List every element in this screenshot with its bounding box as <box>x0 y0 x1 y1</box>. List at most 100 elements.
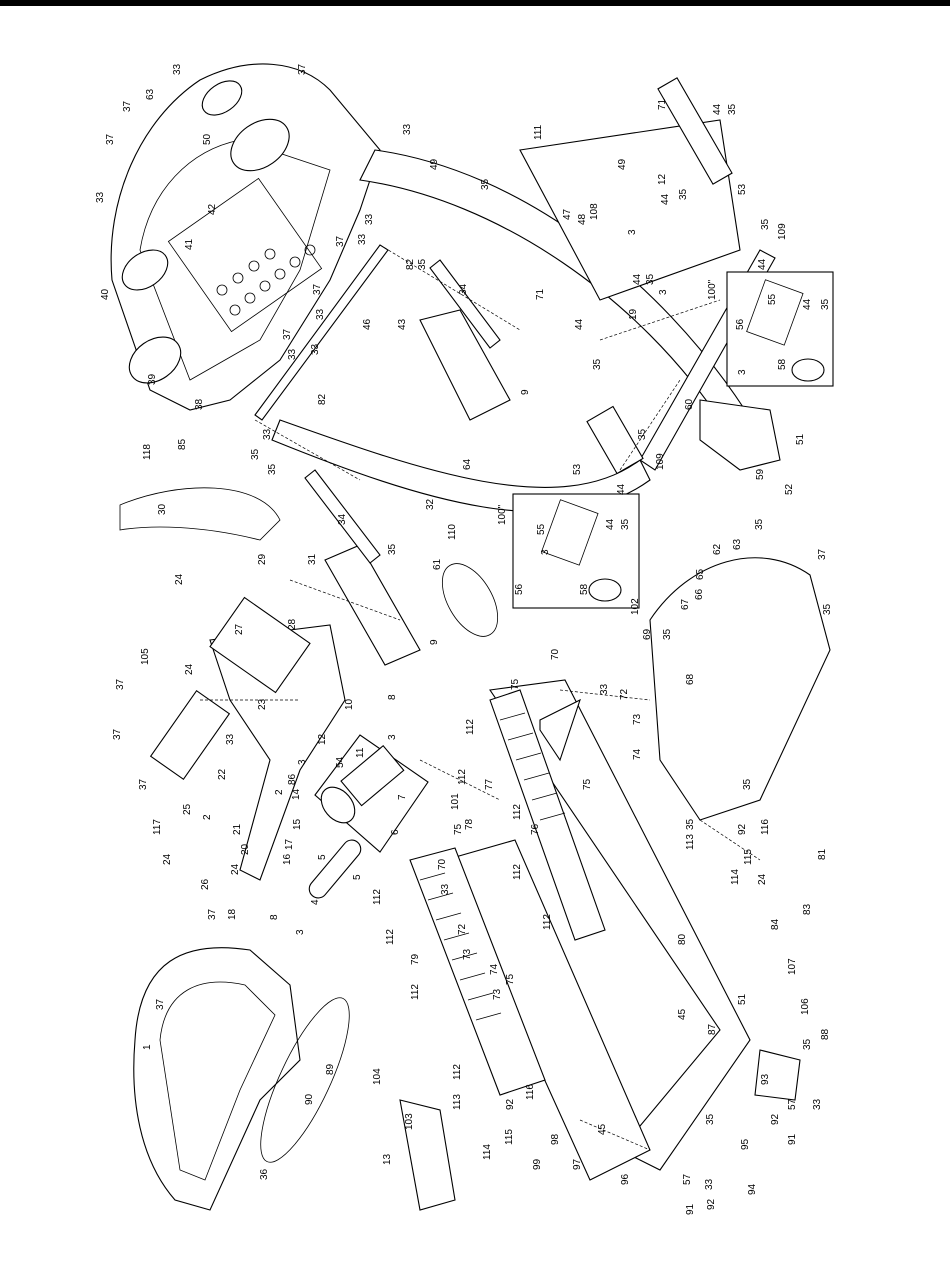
callout: 33 <box>440 883 451 895</box>
callout: 102 <box>630 598 641 615</box>
callout: 112 <box>465 719 476 735</box>
callout: 59 <box>755 468 766 480</box>
callout: 6 <box>390 829 401 835</box>
callout: 53 <box>737 183 748 195</box>
callout: 82 <box>405 258 416 270</box>
callout: 48 <box>577 213 588 225</box>
callout: 24 <box>757 873 768 885</box>
callout: 114 <box>730 869 741 885</box>
callout: 114 <box>482 1144 493 1160</box>
callout: 1 <box>142 1044 153 1050</box>
callout: 44 <box>616 483 627 495</box>
callout: 75 <box>510 678 521 690</box>
callout: 35 <box>754 518 765 530</box>
callout: 82 <box>317 393 328 405</box>
callout: 105 <box>140 648 151 665</box>
callout: 55 <box>767 293 778 305</box>
callout: 53 <box>572 463 583 475</box>
callout: 34 <box>458 283 469 295</box>
callout: 108 <box>589 203 600 220</box>
callout: 83 <box>802 903 813 915</box>
callout: 37 <box>312 283 323 295</box>
wheel-inset-lower <box>512 493 640 609</box>
callout: 63 <box>732 538 743 550</box>
callout: 97 <box>572 1158 583 1170</box>
callout: 95 <box>740 1138 751 1150</box>
callout: 90 <box>304 1093 315 1105</box>
callout: 57 <box>682 1173 693 1185</box>
callout: 4 <box>310 899 321 905</box>
callout: 3 <box>295 929 306 935</box>
callout: 56 <box>514 583 525 595</box>
belt <box>308 839 362 899</box>
callout: 112 <box>372 889 383 905</box>
handrail-left <box>419 309 511 421</box>
callout: 81 <box>817 848 828 860</box>
callout: 33 <box>812 1098 823 1110</box>
callout: 75 <box>505 973 516 985</box>
callout: 35 <box>267 463 278 475</box>
callout: 66 <box>694 588 705 600</box>
handrail-bar <box>429 259 501 349</box>
callout: 117 <box>152 819 163 835</box>
rail-left <box>409 847 546 1096</box>
callout: 109 <box>655 453 666 470</box>
callout: 49 <box>617 158 628 170</box>
callout: 75 <box>582 778 593 790</box>
callout: 116 <box>525 1084 536 1100</box>
callout: 71 <box>657 98 668 110</box>
callout: 113 <box>452 1094 463 1110</box>
callout: 72 <box>457 923 468 935</box>
callout: 37 <box>335 235 346 247</box>
callout: 30 <box>157 503 168 515</box>
callout: 12 <box>317 733 328 745</box>
callout: 57 <box>787 1098 798 1110</box>
callout: 3 <box>297 759 308 765</box>
callout: 44 <box>757 258 768 270</box>
callout: 27 <box>234 623 245 635</box>
callout: 70 <box>437 858 448 870</box>
callout: 36 <box>259 1168 270 1180</box>
callout: 34 <box>337 513 348 525</box>
callout: 45 <box>597 1123 608 1135</box>
callout: 73 <box>462 948 473 960</box>
callout: 35 <box>250 448 261 460</box>
callout: 67 <box>680 598 691 610</box>
callout: 77 <box>484 778 495 790</box>
callout: 47 <box>562 208 573 220</box>
callout: 33 <box>310 343 321 355</box>
callout: 19 <box>628 308 639 320</box>
callout: 14 <box>291 788 302 800</box>
callout: 35 <box>742 778 753 790</box>
callout: 18 <box>227 908 238 920</box>
console-buttons <box>216 244 316 316</box>
callout: 38 <box>194 398 205 410</box>
callout: 115 <box>743 849 754 865</box>
callout: 2 <box>202 814 213 820</box>
callout: 49 <box>429 158 440 170</box>
callout: 7 <box>397 794 408 800</box>
handrail-bar-lower <box>304 469 381 564</box>
callout: 33 <box>172 63 183 75</box>
callout: 110 <box>447 524 458 540</box>
callout: 96 <box>620 1173 631 1185</box>
callout: 64 <box>462 458 473 470</box>
handrail-right <box>324 544 421 666</box>
callout: 62 <box>712 543 723 555</box>
callout: 35 <box>662 628 673 640</box>
callout: 37 <box>155 998 166 1010</box>
callout: 111 <box>533 124 544 140</box>
callout: 100" <box>497 504 508 525</box>
callout: 103 <box>404 1113 415 1130</box>
callout: 10 <box>344 698 355 710</box>
callout: 112 <box>410 984 421 1000</box>
callout: 35 <box>637 428 648 440</box>
callout: 44 <box>574 318 585 330</box>
callout: 104 <box>372 1068 383 1085</box>
callout: 28 <box>287 618 298 630</box>
callout: 35 <box>822 603 833 615</box>
callout: 45 <box>677 1008 688 1020</box>
controller-board <box>149 689 231 781</box>
callout: 86 <box>287 773 298 785</box>
motor <box>314 734 429 853</box>
